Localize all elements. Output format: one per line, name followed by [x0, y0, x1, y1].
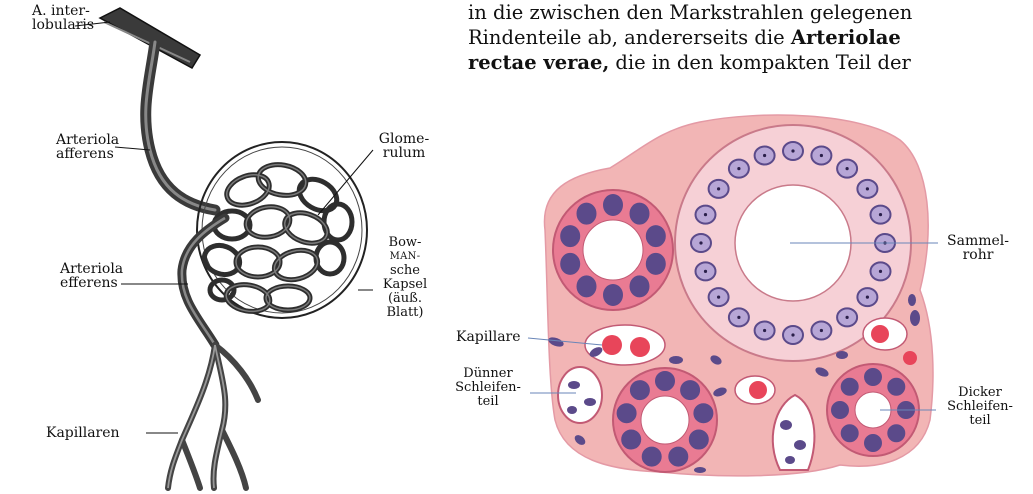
nucleolus	[704, 213, 707, 216]
cell-nucleus	[561, 226, 579, 246]
nucleolus	[699, 241, 702, 244]
nucleolus	[737, 316, 740, 319]
cell-nucleus	[865, 435, 881, 451]
nucleolus	[879, 270, 882, 273]
nucleolus	[704, 270, 707, 273]
nucleolus	[866, 296, 869, 299]
cell-nucleus	[681, 381, 699, 399]
label-kapillare: Kapillare	[456, 330, 521, 344]
cell-nucleus	[618, 404, 636, 422]
thick-loop-center	[613, 368, 717, 472]
cell-nucleus	[888, 425, 904, 441]
nucleolus	[737, 167, 740, 170]
nucleolus	[820, 329, 823, 332]
nucleolus	[879, 213, 882, 216]
cell-nucleus	[643, 448, 661, 466]
label-sammelrohr: Sammel- rohr	[940, 234, 1016, 262]
cell-nucleus	[647, 226, 665, 246]
cell-nucleus	[631, 276, 649, 296]
cell-nucleus	[656, 372, 674, 390]
cell-nucleus	[647, 254, 665, 274]
cell-nucleus	[604, 195, 622, 215]
proximal-tubule-left	[553, 190, 673, 310]
cell-nucleus	[865, 369, 881, 385]
label-duenner-schleifenteil: Dünner Schleifen- teil	[446, 367, 530, 409]
cell-nucleus	[631, 204, 649, 224]
cell-nucleus	[832, 402, 848, 418]
cell-nucleus	[578, 204, 596, 224]
cell-nucleus	[690, 431, 708, 449]
label-dicker-schleifenteil: Dicker Schleifen- teil	[938, 386, 1022, 428]
cell-nucleus	[694, 404, 712, 422]
cell-nucleus	[669, 448, 687, 466]
cell-nucleus	[561, 254, 579, 274]
nucleolus	[717, 187, 720, 190]
cell-nucleus	[842, 379, 858, 395]
cell-nucleus	[842, 425, 858, 441]
nucleolus	[846, 167, 849, 170]
nucleolus	[717, 296, 720, 299]
nucleolus	[791, 333, 794, 336]
nucleolus	[763, 329, 766, 332]
cell-nucleus	[604, 285, 622, 305]
nucleolus	[763, 154, 766, 157]
cell-nucleus	[631, 381, 649, 399]
duenner-schleifenteil	[558, 367, 602, 423]
nucleolus	[846, 316, 849, 319]
cell-nucleus	[622, 431, 640, 449]
nucleolus	[820, 154, 823, 157]
cell-nucleus	[578, 276, 596, 296]
nucleolus	[791, 149, 794, 152]
cell-nucleus	[888, 379, 904, 395]
nucleolus	[866, 187, 869, 190]
